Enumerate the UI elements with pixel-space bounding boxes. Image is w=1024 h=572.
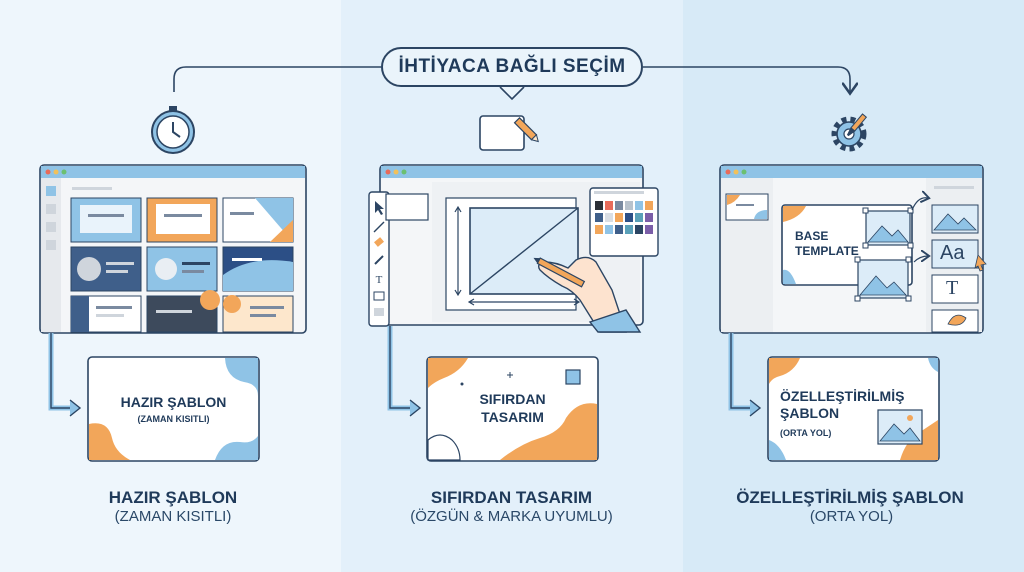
font-asset	[931, 239, 979, 269]
color-swatch	[615, 201, 623, 210]
color-swatch	[615, 225, 623, 234]
template-line: TEMPLATE	[795, 244, 859, 258]
browser-window-templates	[39, 164, 307, 334]
color-swatch-panel	[589, 187, 659, 257]
browser-window-custom	[719, 164, 987, 334]
result-card-scratch	[426, 356, 599, 462]
color-swatch	[605, 201, 613, 210]
template-thumb	[222, 295, 294, 333]
color-swatch	[635, 201, 643, 210]
sticker-asset	[931, 309, 979, 333]
font-sample: Aa	[940, 242, 965, 264]
text-tool-glyph: T	[946, 277, 959, 299]
header-pill: İHTİYACA BAĞLI SEÇİM	[381, 47, 643, 87]
template-line: BASE	[795, 229, 829, 243]
color-swatch	[645, 213, 653, 222]
result-card-custom	[767, 356, 940, 462]
template-thumb	[725, 193, 769, 221]
color-swatch	[645, 225, 653, 234]
template-thumb	[222, 246, 294, 292]
color-swatch	[625, 225, 633, 234]
template-thumb	[70, 197, 142, 243]
color-swatch	[645, 201, 653, 210]
cursor-icon	[974, 254, 987, 272]
hand-drawing-icon	[533, 256, 642, 333]
image-frame	[862, 207, 914, 249]
card-title-ready: HAZIR ŞABLON	[120, 394, 227, 410]
color-swatch	[625, 213, 633, 222]
column-subtitle-custom: (ORTA YOL)	[809, 508, 894, 525]
card-title-line: SIFIRDAN	[479, 391, 546, 407]
image-asset	[931, 204, 979, 234]
connector-lines	[173, 66, 850, 101]
color-swatch	[595, 213, 603, 222]
color-swatch	[615, 213, 623, 222]
template-thumb	[70, 246, 142, 292]
gear-brush-icon	[831, 113, 868, 152]
pencil-paper-icon	[479, 115, 539, 151]
template-thumb	[222, 197, 294, 243]
card-title-custom: ÖZELLEŞTİRİLMİŞ ŞABLON	[780, 388, 904, 422]
template-thumb	[146, 290, 220, 333]
color-swatch	[605, 225, 613, 234]
column-title-custom: ÖZELLEŞTİRİLMİŞ ŞABLON	[736, 488, 964, 507]
card-title-scratch: SIFIRDAN TASARIM	[427, 390, 598, 426]
svg-text:T: T	[376, 274, 383, 286]
layer-thumb	[385, 193, 429, 221]
column-subtitle-ready: (ZAMAN KISITLI)	[114, 508, 232, 525]
template-thumb	[146, 246, 218, 292]
color-swatch	[625, 201, 633, 210]
card-subtitle-ready: (ZAMAN KISITLI)	[137, 414, 210, 424]
color-swatch	[635, 225, 643, 234]
card-title-line: ŞABLON	[780, 405, 840, 421]
column-title-ready: HAZIR ŞABLON	[108, 488, 238, 507]
color-swatch	[595, 225, 603, 234]
template-thumb	[70, 295, 142, 333]
color-swatch	[605, 213, 613, 222]
text-asset	[931, 274, 979, 304]
card-title-line: TASARIM	[481, 409, 544, 425]
color-swatch	[635, 213, 643, 222]
card-subtitle-custom: (ORTA YOL)	[780, 428, 832, 438]
card-title-line: ÖZELLEŞTİRİLMİŞ	[780, 388, 905, 404]
base-template-label: BASE TEMPLATE	[795, 229, 859, 259]
flow-arrow	[48, 333, 78, 411]
browser-window-editor	[379, 164, 644, 326]
clock-icon	[151, 106, 195, 154]
image-frame	[854, 256, 912, 302]
tool-palette: T	[368, 191, 390, 327]
header-label: İHTİYACA BAĞLI SEÇİM	[398, 56, 626, 77]
column-subtitle-scratch: (ÖZGÜN & MARKA UYUMLU)	[410, 508, 613, 525]
result-card-ready	[87, 356, 260, 462]
template-thumb	[146, 197, 218, 243]
column-title-scratch: SIFIRDAN TASARIM	[430, 488, 593, 507]
color-swatch	[595, 201, 603, 210]
